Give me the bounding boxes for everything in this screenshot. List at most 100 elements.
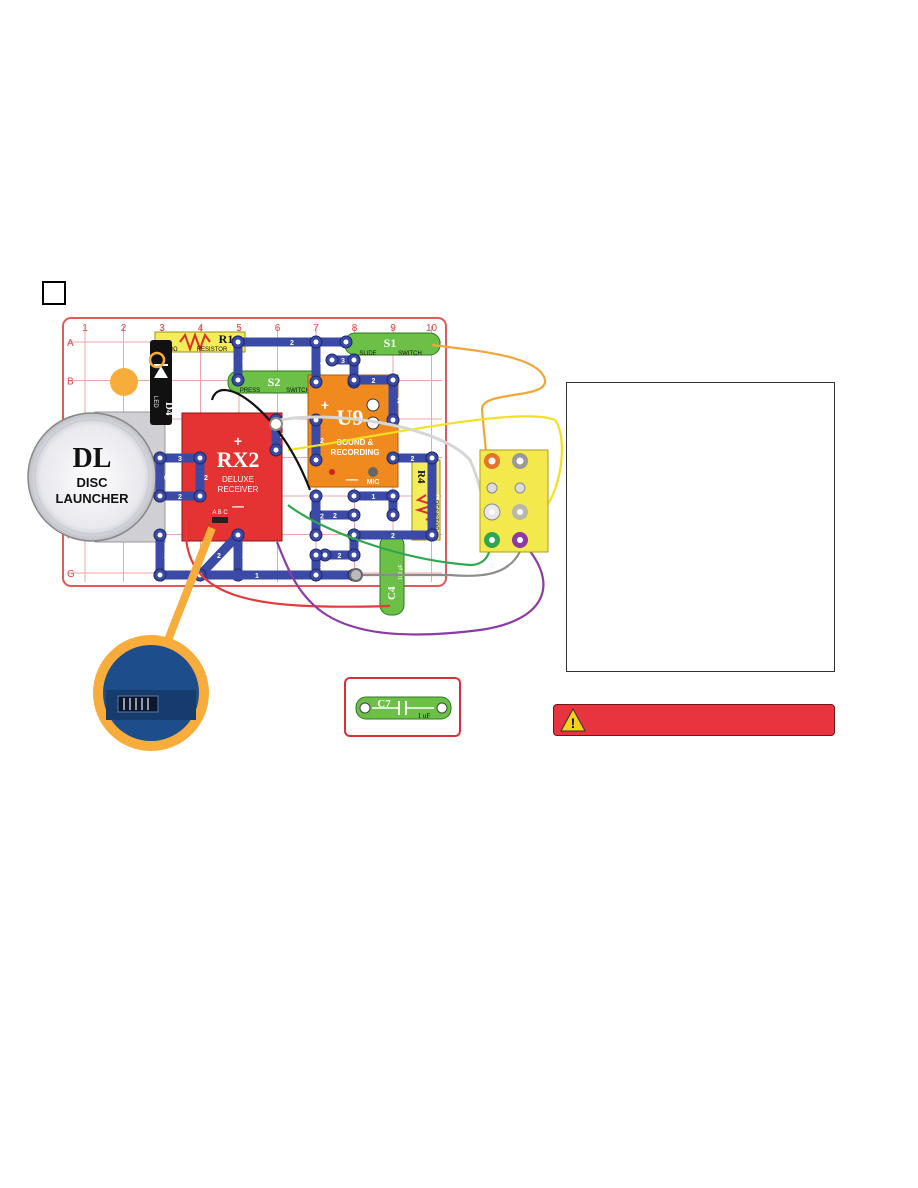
switch-s1: S1 SLIDE SWITCH: [344, 332, 441, 357]
snap-post-center: [313, 339, 319, 345]
s1-left: SLIDE: [359, 351, 376, 357]
u9-mic: MIC: [367, 479, 380, 486]
snap-post-center: [390, 512, 396, 518]
c4-code: C4: [386, 586, 398, 600]
grid-col-label: 6: [275, 323, 281, 334]
snap-post-center: [197, 455, 203, 461]
snap-length-label: 2: [290, 340, 294, 347]
grid-col-label: 4: [198, 323, 204, 334]
r1-left: 00Ω: [166, 347, 178, 353]
snap-length-label: 4: [320, 360, 324, 367]
snap-length-label: 2: [358, 369, 362, 376]
snap-wires: [153, 335, 439, 582]
dl-line1: DISC: [76, 475, 108, 490]
snap-length-label: 2: [320, 438, 324, 445]
capacitor-c7: C7 1 uF: [355, 696, 452, 720]
snap-length-label: 2: [411, 456, 415, 463]
grid-col-label: 7: [313, 323, 319, 334]
rx2-minus: —: [232, 499, 244, 513]
step-checkbox[interactable]: [42, 281, 66, 305]
resistor-r1: R1 00Ω RESISTOR: [154, 331, 246, 353]
snap-length-label: 2: [358, 543, 362, 550]
rx2-line1: DELUXE: [222, 475, 254, 484]
snap-post-center: [157, 572, 163, 578]
snap-post-center: [390, 493, 396, 499]
snap-post-center: [390, 377, 396, 383]
snap-post-center: [313, 572, 319, 578]
snap-post-center: [235, 532, 241, 538]
s2-right: SWITCH: [286, 388, 310, 394]
snap-length-label: 2: [397, 398, 401, 405]
rx2-code: RX2: [217, 447, 260, 472]
snap-length-label: 2: [391, 533, 395, 540]
snap-length-label: 2: [338, 553, 342, 560]
disc-launcher: DL DISC LAUNCHER: [27, 411, 166, 543]
u9-line1: SOUND &: [337, 438, 374, 447]
c7-inset: C7 1 uF: [344, 677, 461, 737]
snap-post-center: [313, 457, 319, 463]
snap-length-label: 2: [217, 553, 221, 560]
warning-bar: !: [553, 704, 835, 736]
dl-line2: LAUNCHER: [56, 491, 130, 506]
u9-plus: +: [321, 397, 329, 413]
s2-left: PRESS: [240, 388, 260, 394]
snap-post-center: [313, 417, 319, 423]
c4-value: 100 μF: [398, 564, 404, 580]
r1-right: RESISTOR: [197, 347, 228, 353]
snap-length-label: 3: [242, 359, 246, 366]
d4-side: LED: [152, 396, 158, 408]
snap-post-center: [313, 493, 319, 499]
snap-length-label: 1: [255, 573, 259, 580]
battery-holder: [479, 449, 549, 553]
snap-post-center: [313, 552, 319, 558]
snap-length-label: 2: [320, 563, 324, 570]
s1-code: S1: [384, 336, 397, 350]
grid-col-label: 5: [236, 323, 242, 334]
snap-post-center: [235, 377, 241, 383]
u9-line2: RECORDING: [331, 448, 380, 457]
snap-length-label: 2: [333, 513, 337, 520]
instructions-panel: [566, 382, 835, 672]
r1-code: R1: [219, 332, 234, 346]
snap-post-center: [390, 417, 396, 423]
c7-value: 1 uF: [418, 712, 431, 720]
snap-length-label: 3: [178, 456, 182, 463]
grid-col-label: 1: [82, 323, 88, 334]
snap-length-label: 2: [178, 494, 182, 501]
grid-row-label: B: [67, 377, 74, 388]
grid-col-label: 8: [352, 323, 358, 334]
snap-post-center: [351, 493, 357, 499]
snap-post-center: [197, 493, 203, 499]
snap-length-label: 3: [341, 358, 345, 365]
snap-post-center: [157, 493, 163, 499]
snap-length-label: 1: [372, 494, 376, 501]
led-d4: D4 LED: [150, 340, 175, 425]
snap-post-center: [343, 339, 349, 345]
s1-right: SWITCH: [398, 351, 422, 357]
snap-length-label: 2: [436, 495, 440, 502]
snap-post-center: [322, 552, 328, 558]
snap-length-label: 2: [372, 378, 376, 385]
snap-post-center: [273, 447, 279, 453]
grid-row-label: G: [67, 569, 75, 580]
snap-post-center: [235, 339, 241, 345]
snap-post-center: [313, 532, 319, 538]
snap-post-center: [351, 357, 357, 363]
snap-length-label: 2: [320, 514, 324, 521]
grid-col-label: 2: [121, 323, 127, 334]
snap-post-center: [351, 512, 357, 518]
snap-post-center: [157, 455, 163, 461]
module-u9: + U9 SOUND & RECORDING MIC —: [307, 374, 399, 488]
c7-code: C7: [377, 698, 391, 710]
snap-post-center: [329, 357, 335, 363]
snap-length-label: 2: [204, 475, 208, 482]
snap-post-center: [351, 532, 357, 538]
snap-length-label: 6: [164, 475, 168, 482]
snap-post-center: [429, 532, 435, 538]
warning-triangle-icon: !: [560, 708, 586, 732]
grid-col-label: 9: [390, 323, 396, 334]
grid-row-label: A: [67, 338, 74, 349]
snap-post-center: [429, 455, 435, 461]
snap-post-center: [313, 379, 319, 385]
